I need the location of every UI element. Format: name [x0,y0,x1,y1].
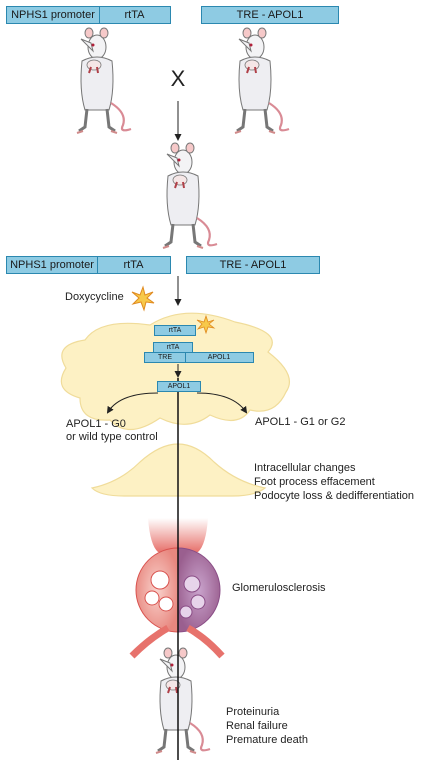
rat-tre-apol1-parent [233,26,291,135]
rat-nphs1-parent [75,26,133,135]
rat-double-transgenic [161,141,219,250]
construct-tre-apol1-top: TRE - APOL1 [201,6,339,24]
branch-left-line2: or wild type control [66,431,158,443]
glomerulus-illustration [129,518,225,659]
cross-symbol: X [171,66,186,91]
change-item: Intracellular changes [254,462,356,474]
apol1-protein-box: APOL1 [157,381,201,392]
doxycycline-label: Doxycycline [65,291,124,303]
rat-outcome [154,646,212,755]
nphs1-promoter-label: NPHS1 promoter [7,257,98,273]
branch-right-arrow [196,392,248,414]
change-item: Foot process effacement [254,476,375,488]
construct-nphs1-rtta-mid: NPHS1 promoter rtTA [6,256,171,274]
apol1-gene-segment-label: APOL1 [207,354,231,361]
construct-tre-apol1-mid: TRE - APOL1 [186,256,320,274]
rtta-gene-label: rtTA [124,9,145,21]
tre-apol1-label: TRE - APOL1 [236,9,304,21]
outcome-item: Proteinuria [226,706,280,718]
branch-right-label: APOL1 - G1 or G2 [255,416,346,428]
nphs1-promoter-label: NPHS1 promoter [7,7,100,23]
tre-segment-label: TRE [145,353,186,362]
glomerulosclerosis-label: Glomerulosclerosis [232,582,326,594]
doxycycline-star-icon [131,285,155,312]
outcome-item: Renal failure [226,720,288,732]
doxycycline-bound-star-icon [196,314,216,335]
construct-nphs1-rtta-top: NPHS1 promoter rtTA [6,6,171,24]
rtta-gene-label: rtTA [123,259,144,271]
branch-left-arrow [106,392,159,414]
change-item: Podocyte loss & dedifferentiation [254,490,415,502]
tre-apol1-cell-construct: TRE APOL1 [144,352,254,363]
outcome-item: Premature death [226,734,308,746]
branch-left-line1: APOL1 - G0 [66,418,126,430]
tre-apol1-label: TRE - APOL1 [219,259,287,271]
rtta-protein-box: rtTA [154,325,196,336]
